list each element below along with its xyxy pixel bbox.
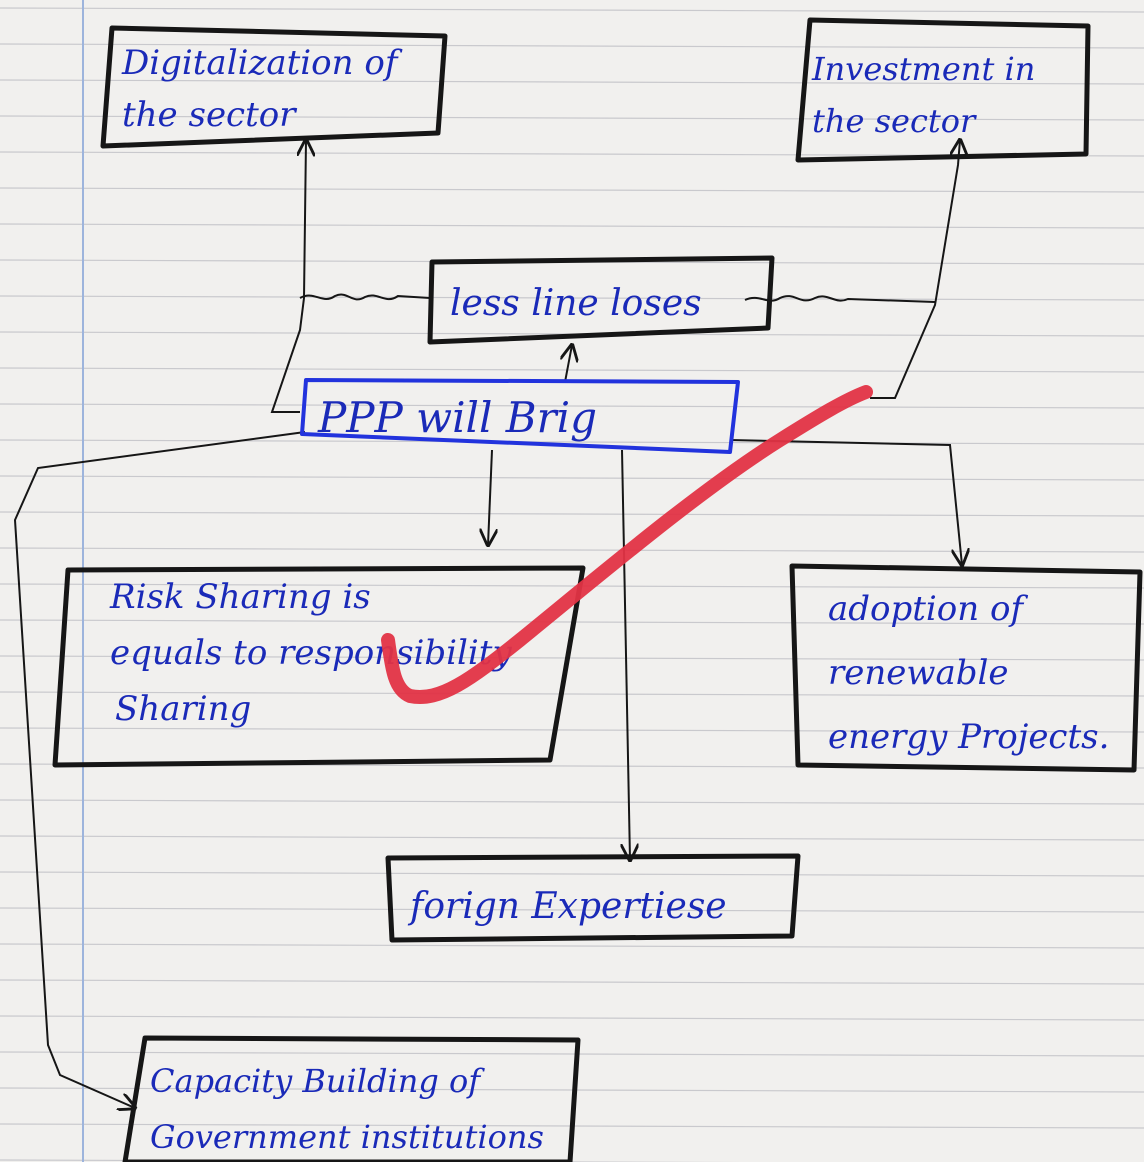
svg-text:less line loses: less line loses xyxy=(450,283,702,324)
ruled-line xyxy=(0,223,1144,229)
ruled-line xyxy=(0,475,1144,481)
svg-text:energy Projects.: energy Projects. xyxy=(828,717,1109,757)
box-capacity xyxy=(122,1035,581,1162)
svg-text:Sharing: Sharing xyxy=(115,689,251,729)
box-risk-sharing xyxy=(52,565,586,768)
ruled-line xyxy=(0,367,1144,373)
ruled-line xyxy=(0,655,1144,661)
svg-text:the sector: the sector xyxy=(122,95,297,135)
ruled-line xyxy=(0,979,1144,985)
ruled-line xyxy=(0,115,1144,121)
svg-text:equals to responsibility: equals to responsibility xyxy=(110,633,512,673)
node-investment: Investment in the sector xyxy=(811,50,1035,140)
ruled-line xyxy=(0,799,1144,805)
ruled-line xyxy=(0,547,1144,553)
svg-text:Risk Sharing is: Risk Sharing is xyxy=(109,577,371,617)
node-risk-sharing: Risk Sharing is equals to responsibility… xyxy=(109,577,512,729)
ruled-line xyxy=(0,79,1144,85)
ruled-line xyxy=(0,1051,1144,1057)
ruled-line xyxy=(0,1087,1144,1093)
ruled-line xyxy=(0,1015,1144,1021)
svg-text:renewable: renewable xyxy=(828,653,1009,693)
ruled-line xyxy=(0,943,1144,949)
box-foreign xyxy=(385,853,801,943)
box-line-losses xyxy=(427,255,775,345)
svg-text:PPP will Brig: PPP will Brig xyxy=(317,393,597,442)
ruled-line xyxy=(0,43,1144,49)
red-check-mark xyxy=(381,385,873,704)
svg-text:the sector: the sector xyxy=(812,102,977,140)
connector-squiggle-left xyxy=(299,293,431,301)
ruled-line xyxy=(0,907,1144,913)
svg-text:Government institutions: Government institutions xyxy=(150,1118,544,1156)
ruled-line xyxy=(0,583,1144,589)
node-digitalization: Digitalization of the sector xyxy=(121,43,403,135)
node-ppp-center: PPP will Brig xyxy=(317,393,597,442)
ruled-line xyxy=(0,403,1144,409)
node-renewable: adoption of renewable energy Projects. xyxy=(828,589,1109,757)
box-investment xyxy=(795,17,1091,163)
svg-text:Investment in: Investment in xyxy=(811,50,1035,88)
ruled-line xyxy=(0,727,1144,733)
node-foreign: forign Expertiese xyxy=(407,886,727,927)
ruled-line xyxy=(0,295,1144,301)
ruled-line xyxy=(0,7,1144,13)
ruled-line xyxy=(0,835,1144,841)
connectors xyxy=(13,140,962,1108)
box-digitalization xyxy=(100,25,448,149)
connector-squiggle-right xyxy=(744,295,936,303)
connector-to-investment xyxy=(870,140,960,399)
svg-text:Capacity Building of: Capacity Building of xyxy=(150,1062,485,1100)
box-renewable xyxy=(789,563,1143,773)
svg-text:forign Expertiese: forign Expertiese xyxy=(407,886,727,927)
connector-to-risk-sharing xyxy=(488,449,492,545)
connector-to-renewable xyxy=(729,439,962,565)
connector-to-digitalization xyxy=(270,140,306,413)
svg-text:Digitalization of: Digitalization of xyxy=(121,43,403,83)
ruled-line xyxy=(0,511,1144,517)
connector-to-foreign xyxy=(622,449,630,860)
node-capacity: Capacity Building of Government institut… xyxy=(150,1062,544,1156)
connector-to-line-losses xyxy=(565,345,572,383)
ruled-line xyxy=(0,691,1144,697)
ruled-line xyxy=(0,439,1144,445)
ruled-line xyxy=(0,871,1144,877)
node-line-losses: less line loses xyxy=(450,283,702,324)
ruled-line xyxy=(0,187,1144,193)
connector-to-capacity xyxy=(13,431,306,1108)
box-ppp-center xyxy=(300,378,740,454)
svg-text:adoption of: adoption of xyxy=(828,589,1028,629)
